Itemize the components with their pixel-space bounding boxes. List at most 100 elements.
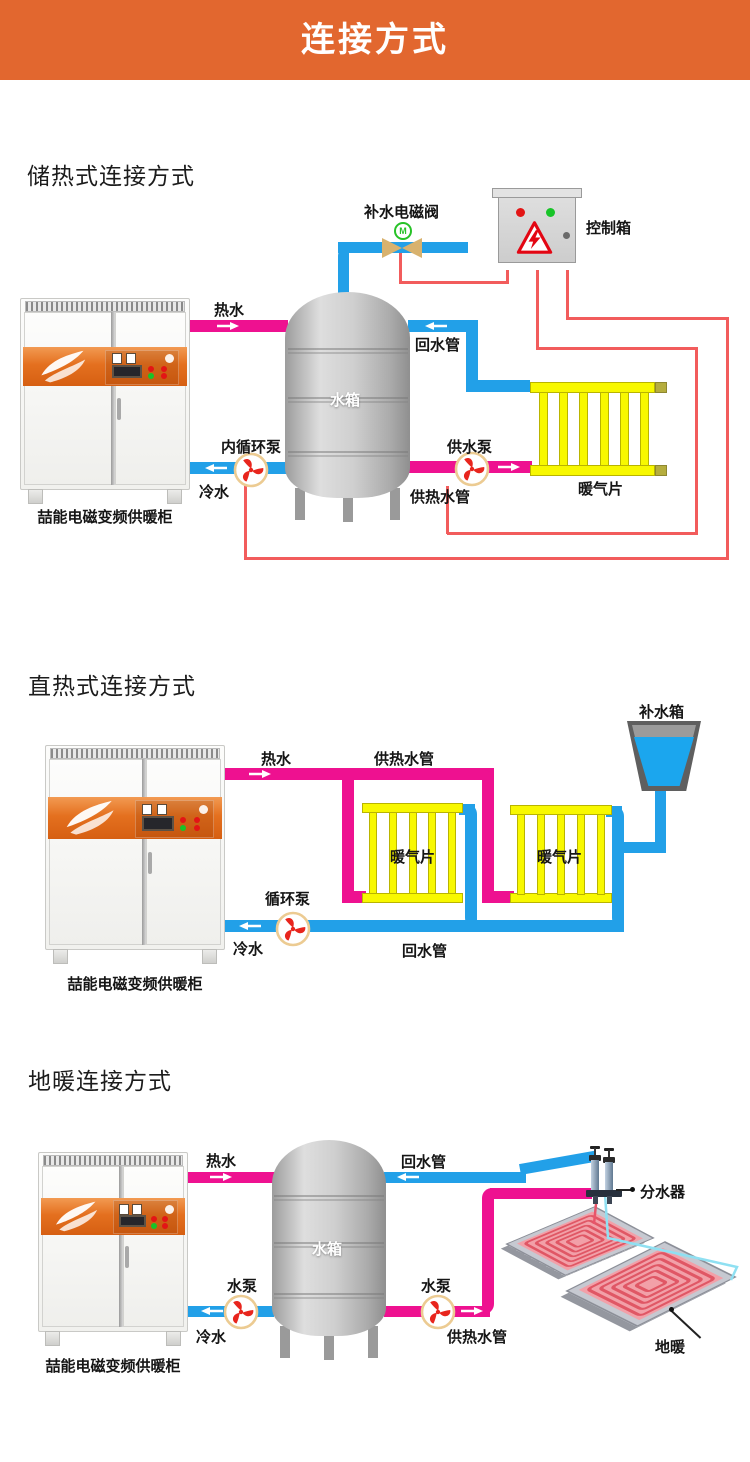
radiator — [530, 382, 667, 476]
cabinet-door-right — [122, 1166, 184, 1327]
cabinet-leg — [166, 1331, 182, 1346]
pump-label: 水泵 — [421, 1278, 452, 1295]
pump-icon — [420, 1294, 456, 1330]
manifold-handle — [604, 1148, 614, 1151]
pump-icon — [223, 1294, 259, 1330]
hot-water-label: 热水 — [206, 1153, 237, 1170]
cabinet-orange-band — [48, 796, 222, 840]
green-indicator-light — [546, 208, 555, 217]
cabinet-door-right — [145, 759, 221, 945]
makeup-pipe-elbow — [338, 246, 349, 298]
cabinet-handle — [124, 1245, 129, 1268]
gauge-icon — [142, 804, 153, 816]
supply-pipe-label: 供热水管 — [410, 489, 471, 506]
return-pipe-label: 回水管 — [402, 943, 448, 960]
gauge-icon — [119, 1203, 130, 1215]
cabinet-door-right — [115, 312, 186, 485]
manifold-pointer-dot — [630, 1187, 635, 1192]
radiator-tube — [388, 812, 397, 894]
valve-body-left — [382, 238, 402, 258]
radiator-tube — [408, 812, 417, 894]
funnel-rim — [632, 725, 696, 738]
tank-seam — [274, 1194, 384, 1197]
manifold-stem — [608, 1150, 610, 1159]
supply-pipe — [490, 1188, 592, 1199]
floor-pointer-line — [670, 1310, 702, 1339]
radiator-tube — [579, 392, 589, 466]
red-button — [150, 1215, 157, 1222]
manifold-outlet — [593, 1196, 598, 1204]
control-wire — [399, 253, 402, 284]
return-pipe-elbow — [466, 320, 478, 392]
supply-pipe-label: 供热水管 — [374, 751, 435, 768]
radiator — [362, 803, 463, 903]
cabinet-leg — [27, 489, 43, 504]
flow-arrow-right — [216, 321, 242, 331]
radiator-bar — [530, 465, 655, 476]
cabinet-control-panel — [113, 1200, 179, 1234]
supply-branch-pipe — [342, 777, 354, 903]
flow-arrow-left — [198, 1306, 224, 1316]
supply-branch-stub — [342, 891, 366, 903]
cabinet-control-panel — [105, 349, 180, 386]
radiator-tube — [448, 812, 456, 894]
cabinet-leg — [201, 949, 217, 964]
control-box-label: 控制箱 — [586, 220, 632, 237]
tank-leg — [368, 1326, 378, 1358]
radiator-tube — [517, 814, 525, 895]
red-button — [160, 365, 167, 372]
circ-pump-label: 循环泵 — [265, 891, 311, 908]
cabinet-leg — [53, 949, 69, 964]
inner-pump-label: 内循环泵 — [221, 439, 282, 456]
green-button — [147, 373, 154, 380]
radiator-label: 暖气片 — [578, 481, 624, 498]
cabinet-door-divider — [141, 759, 146, 945]
makeup-feed-pipe — [655, 786, 666, 852]
radiator-tube — [599, 392, 609, 466]
manifold-label: 分水器 — [640, 1184, 686, 1201]
radiator-cap — [655, 382, 667, 393]
solenoid-valve-icon: M — [382, 222, 422, 260]
manifold-bar — [586, 1190, 622, 1197]
heating-cabinet — [20, 298, 190, 504]
radiator-tube — [577, 814, 585, 895]
control-wire — [566, 317, 729, 320]
tank-leg — [390, 488, 400, 520]
makeup-water-tank — [627, 721, 701, 791]
tank-seam — [287, 397, 408, 400]
valve-label: 补水电磁阀 — [364, 204, 440, 221]
green-button — [150, 1222, 157, 1229]
radiator-cap — [655, 465, 667, 476]
cabinet-handle — [117, 397, 122, 420]
heating-cabinet — [45, 745, 225, 964]
mini-logo-icon — [198, 804, 208, 814]
control-wire — [536, 270, 539, 350]
cabinet-door-left — [24, 312, 114, 485]
control-wire — [244, 486, 247, 560]
return-pipe — [222, 920, 624, 932]
floor-pointer-dot — [669, 1307, 674, 1312]
pump-icon — [233, 452, 269, 488]
control-wire — [244, 557, 729, 560]
hot-water-label: 热水 — [261, 751, 292, 768]
red-indicator-light — [516, 208, 525, 217]
return-riser — [612, 806, 624, 928]
gauge-icon — [131, 1203, 142, 1215]
supply-pipe — [222, 768, 494, 780]
radiator-tube — [537, 814, 545, 895]
control-wire — [536, 347, 698, 350]
cabinet-label: 喆能电磁变频供暖柜 — [67, 976, 203, 993]
control-wire — [726, 317, 729, 560]
gauge-icon — [111, 353, 122, 365]
supply-stub — [482, 891, 514, 903]
radiator-tube — [428, 812, 437, 894]
tank-label: 水箱 — [312, 1241, 343, 1258]
floor-loop-connectors — [592, 1193, 739, 1281]
flow-arrow-right — [460, 1306, 486, 1316]
water-tank — [272, 1140, 386, 1336]
brand-swirl-logo — [33, 349, 95, 384]
tank-leg — [343, 492, 353, 522]
supply-riser — [482, 1188, 494, 1314]
cabinet-handle — [147, 851, 152, 874]
radiator — [510, 805, 612, 905]
